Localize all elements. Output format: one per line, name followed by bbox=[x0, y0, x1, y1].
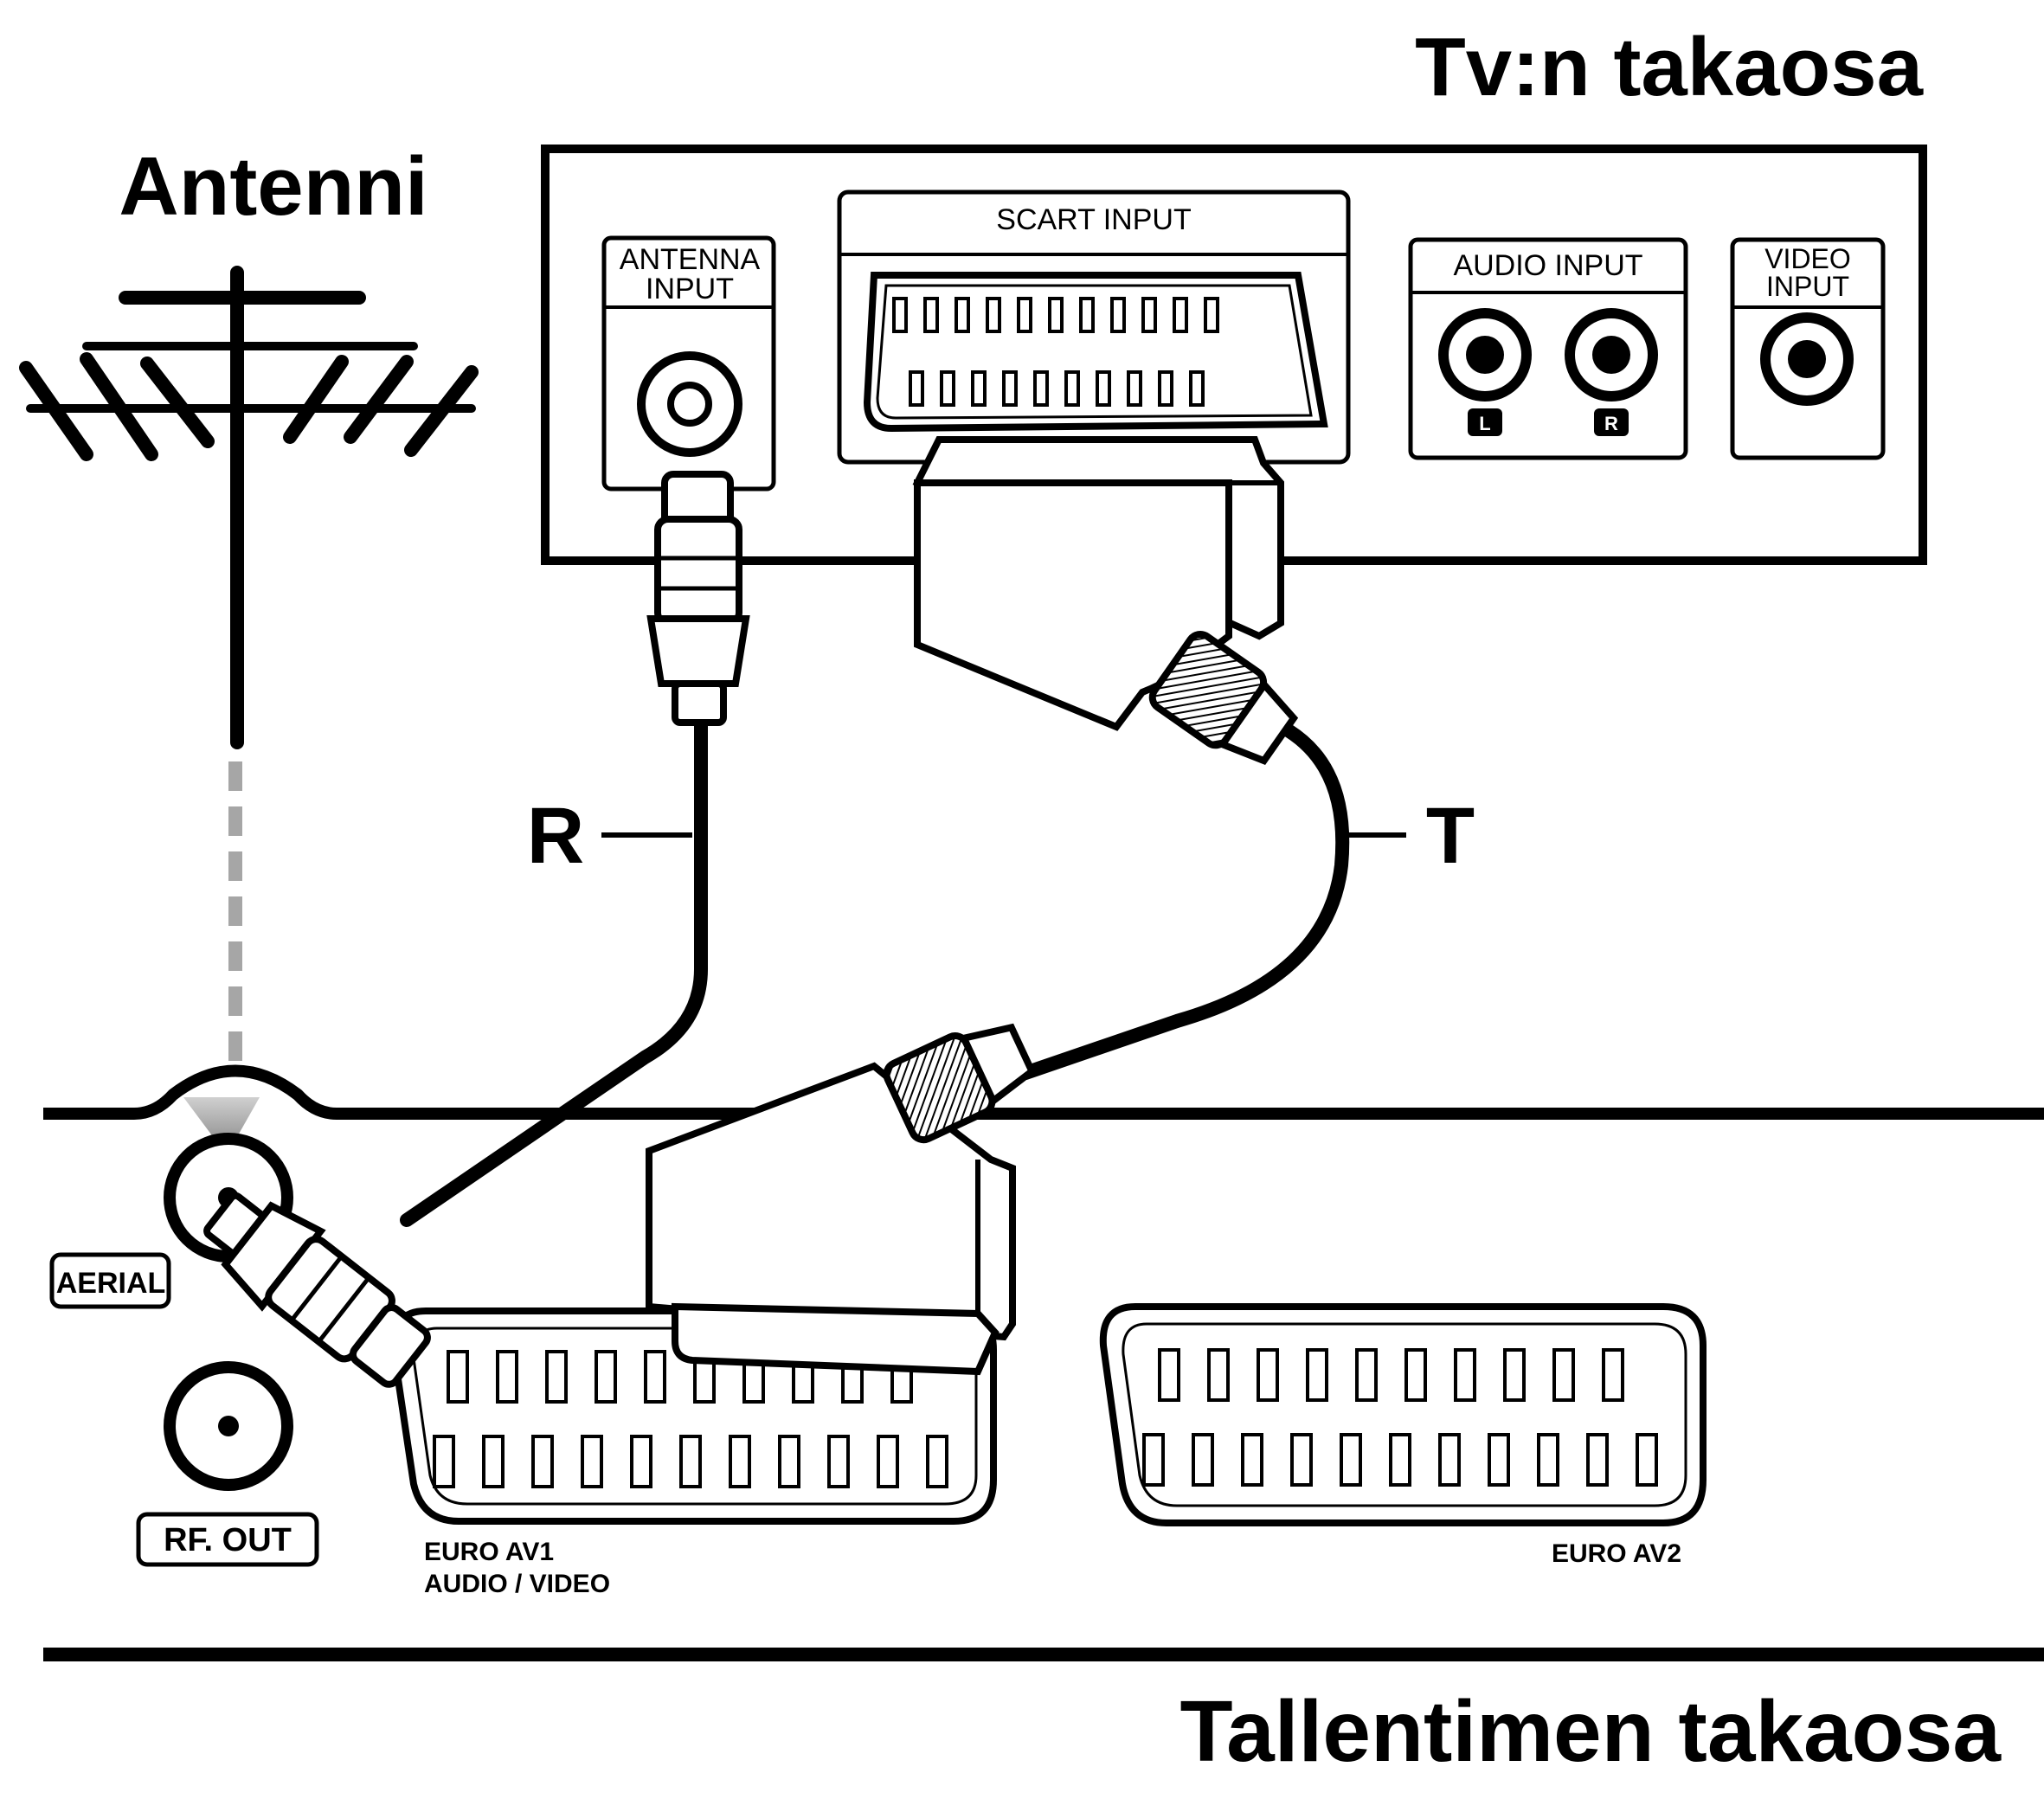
connector-pin bbox=[1079, 297, 1095, 333]
scart-input-label: SCART INPUT bbox=[996, 203, 1191, 236]
connector-pin bbox=[1017, 297, 1032, 333]
rf-plug-top bbox=[646, 471, 750, 726]
audio-left-label: L bbox=[1479, 413, 1490, 434]
connector-pin bbox=[1306, 1348, 1328, 1402]
connector-pin bbox=[644, 1350, 666, 1404]
connector-pin bbox=[892, 297, 908, 333]
rf-out-label-box bbox=[136, 1512, 319, 1567]
connector-pin bbox=[581, 1435, 603, 1488]
connector-pin bbox=[482, 1435, 505, 1488]
scart-cable-label: T bbox=[1426, 792, 1475, 880]
antenna-input-socket[interactable] bbox=[601, 235, 776, 492]
aerial-label-box bbox=[49, 1252, 171, 1309]
connector-pin bbox=[1142, 1433, 1165, 1487]
arrow-head-icon bbox=[183, 1097, 260, 1155]
connector-pin bbox=[1141, 297, 1157, 333]
audio-right-jack[interactable] bbox=[1565, 308, 1658, 436]
connector-pin bbox=[1290, 1433, 1313, 1487]
connector-pin bbox=[909, 370, 924, 407]
connector-pin bbox=[1389, 1433, 1411, 1487]
connector-pin bbox=[955, 297, 970, 333]
aerial-label: AERIAL bbox=[56, 1267, 166, 1300]
connector-pin bbox=[433, 1435, 455, 1488]
connector-pin bbox=[1096, 370, 1111, 407]
antenna-title: Antenni bbox=[119, 140, 427, 233]
connector-pin bbox=[1537, 1433, 1559, 1487]
connector-pin bbox=[1033, 370, 1049, 407]
scart-cable bbox=[1019, 724, 1350, 1080]
connector-pin bbox=[1438, 1433, 1461, 1487]
connector-pin bbox=[1189, 370, 1205, 407]
tv-back-title: Tv:n takaosa bbox=[1415, 21, 1923, 113]
connector-pin bbox=[1488, 1433, 1510, 1487]
rf-cable bbox=[400, 711, 708, 1227]
video-input-jack[interactable] bbox=[1730, 237, 1886, 460]
connector-pin bbox=[971, 370, 987, 407]
euro-av2-socket[interactable] bbox=[1099, 1303, 1707, 1526]
rf-out-label: RF. OUT bbox=[164, 1522, 292, 1558]
connector-pin bbox=[1173, 297, 1188, 333]
connector-pin bbox=[1552, 1348, 1575, 1402]
connector-pin bbox=[1158, 370, 1173, 407]
connector-pin bbox=[447, 1350, 469, 1404]
video-input-label-2: INPUT bbox=[1766, 271, 1849, 302]
euro-av2-label: EURO AV2 bbox=[1552, 1539, 1681, 1568]
scart-plug-top bbox=[912, 436, 1299, 765]
antenna-input-label-2: INPUT bbox=[646, 273, 734, 305]
connector-pin bbox=[1192, 1433, 1214, 1487]
connector-pin bbox=[1602, 1348, 1624, 1402]
connector-pin bbox=[778, 1435, 800, 1488]
audio-right-label: R bbox=[1604, 413, 1618, 434]
connector-pin bbox=[940, 370, 955, 407]
rf-out-socket[interactable] bbox=[164, 1361, 293, 1491]
connector-pin bbox=[545, 1350, 568, 1404]
audio-left-jack[interactable] bbox=[1438, 308, 1532, 436]
antenna-icon bbox=[19, 266, 479, 749]
euro-av1-label-2: AUDIO / VIDEO bbox=[424, 1570, 610, 1598]
connector-pin bbox=[531, 1435, 554, 1488]
connector-pin bbox=[923, 297, 939, 333]
recorder-panel-top-edge bbox=[43, 1064, 2044, 1120]
connector-pin bbox=[1355, 1348, 1378, 1402]
connector-pin bbox=[679, 1435, 702, 1488]
connector-pin bbox=[986, 297, 1001, 333]
connector-pin bbox=[496, 1350, 518, 1404]
connector-pin bbox=[729, 1435, 751, 1488]
scart-input-socket[interactable] bbox=[837, 190, 1351, 465]
connector-pin bbox=[1158, 1348, 1180, 1402]
antenna-input-label-1: ANTENNA bbox=[620, 243, 761, 276]
connector-pin bbox=[1241, 1433, 1263, 1487]
connector-pin bbox=[1204, 297, 1219, 333]
recorder-back-title: Tallentimen takaosa bbox=[1180, 1683, 2002, 1780]
connector-pin bbox=[1636, 1433, 1658, 1487]
connector-pin bbox=[1340, 1433, 1362, 1487]
connector-pin bbox=[1257, 1348, 1279, 1402]
connector-pin bbox=[877, 1435, 899, 1488]
connector-pin bbox=[926, 1435, 948, 1488]
audio-input-group bbox=[1408, 237, 1688, 460]
connector-pin bbox=[1048, 297, 1064, 333]
connector-pin bbox=[630, 1435, 652, 1488]
connector-pin bbox=[595, 1350, 617, 1404]
audio-input-label: AUDIO INPUT bbox=[1453, 249, 1642, 282]
connector-pin bbox=[1454, 1348, 1476, 1402]
rf-cable-label: R bbox=[527, 792, 584, 880]
euro-av1-label-1: EURO AV1 bbox=[424, 1538, 554, 1566]
connector-pin bbox=[1404, 1348, 1427, 1402]
video-input-label-1: VIDEO bbox=[1764, 243, 1851, 274]
connector-pin bbox=[1586, 1433, 1609, 1487]
rf-plug-bottom bbox=[203, 1192, 431, 1388]
connector-pin bbox=[827, 1435, 850, 1488]
connector-pin bbox=[1110, 297, 1126, 333]
scart-plug-bottom bbox=[646, 1023, 1037, 1376]
connector-pin bbox=[1207, 1348, 1230, 1402]
connector-pin bbox=[1127, 370, 1142, 407]
connector-pin bbox=[1064, 370, 1080, 407]
connector-pin bbox=[1503, 1348, 1526, 1402]
connector-pin bbox=[1002, 370, 1018, 407]
